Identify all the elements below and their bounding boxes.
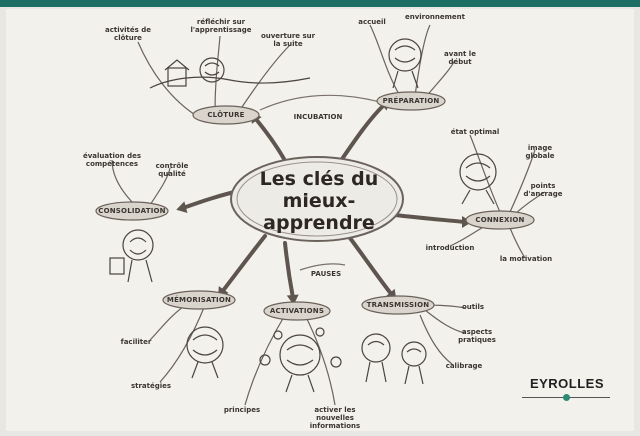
- arrow-to-activations: [283, 241, 295, 300]
- branch-label-cloture: CLÔTURE: [207, 111, 245, 119]
- cloture-hill: [149, 76, 311, 89]
- item-connexion-0: état optimal: [450, 128, 500, 136]
- item-preparation-1: environnement: [404, 13, 466, 21]
- branch-label-activations: ACTIVATIONS: [269, 307, 325, 315]
- item-transmission-1: aspects pratiques: [458, 328, 496, 344]
- branch-label-connexion: CONNEXION: [475, 216, 525, 224]
- bubble-cloture: [192, 105, 260, 125]
- bubble-preparation: [376, 91, 446, 111]
- incubation-curve: [259, 94, 381, 111]
- item-connexion-1: image globale: [525, 144, 555, 160]
- consolidation-brain-figure: [122, 229, 154, 261]
- arrow-to-memorisation: [220, 234, 267, 294]
- connexion-brain-figure: [459, 153, 497, 191]
- preparation-brain-figure: [388, 38, 422, 72]
- memorisation-brain-figure: [186, 326, 224, 364]
- transmission-figure-left: [361, 333, 391, 363]
- connector-incubation: INCUBATION: [293, 113, 343, 121]
- bubble-activations: [263, 301, 331, 321]
- item-connexion-3: introduction: [425, 244, 475, 252]
- item-activations-1: activer les nouvelles informations: [309, 406, 361, 430]
- branch-label-memorisation: MÉMORISATION: [166, 296, 232, 304]
- cloture-brain-figure: [199, 57, 225, 83]
- bubble-transmission: [361, 295, 435, 315]
- arrow-to-transmission: [348, 236, 394, 297]
- publisher-dot: [563, 394, 570, 401]
- publisher-logo: EYROLLES: [529, 376, 605, 391]
- item-connexion-4: la motivation: [499, 255, 553, 263]
- item-connexion-2: points d'ancrage: [523, 182, 563, 198]
- arrow-to-connexion: [393, 213, 467, 224]
- center-title-line2: mieux-apprendre: [263, 190, 375, 234]
- item-cloture-2: ouverture sur la suite: [260, 32, 316, 48]
- item-preparation-0: accueil: [358, 18, 386, 26]
- item-memorisation-0: faciliter: [120, 338, 152, 346]
- item-cloture-1: réfléchir sur l'apprentissage: [190, 18, 252, 34]
- bubble-connexion: [465, 210, 535, 230]
- activations-brain-figure: [279, 334, 321, 376]
- center-bubble: [230, 156, 404, 242]
- item-cloture-0: activités de clôture: [104, 26, 152, 42]
- center-title-line1: Les clés du: [259, 168, 379, 190]
- item-transmission-2: calibrage: [445, 362, 483, 370]
- item-consolidation-1: contrôle qualité: [155, 162, 189, 178]
- branch-label-transmission: TRANSMISSION: [366, 301, 430, 309]
- item-consolidation-0: évaluation des compétences: [82, 152, 142, 168]
- center-title: Les clés du mieux-apprendre: [244, 168, 394, 234]
- item-preparation-2: avant le début: [444, 50, 476, 66]
- branch-label-consolidation: CONSOLIDATION: [98, 207, 166, 215]
- transmission-figure-right: [401, 341, 427, 367]
- center-bubble-inner: [236, 161, 398, 237]
- bubble-memorisation: [162, 290, 236, 310]
- item-memorisation-1: stratégies: [130, 382, 172, 390]
- cloture-house: [167, 67, 187, 87]
- top-color-bar: [0, 0, 640, 7]
- pauses-curve: [299, 263, 346, 271]
- arrow-to-preparation: [338, 102, 387, 164]
- consolidation-clipboard: [109, 257, 125, 275]
- connector-pauses: PAUSES: [310, 270, 342, 278]
- item-transmission-0: outils: [461, 303, 485, 311]
- branch-label-preparation: PRÉPARATION: [382, 97, 440, 105]
- bubble-consolidation: [95, 201, 169, 221]
- item-activations-0: principes: [223, 406, 261, 414]
